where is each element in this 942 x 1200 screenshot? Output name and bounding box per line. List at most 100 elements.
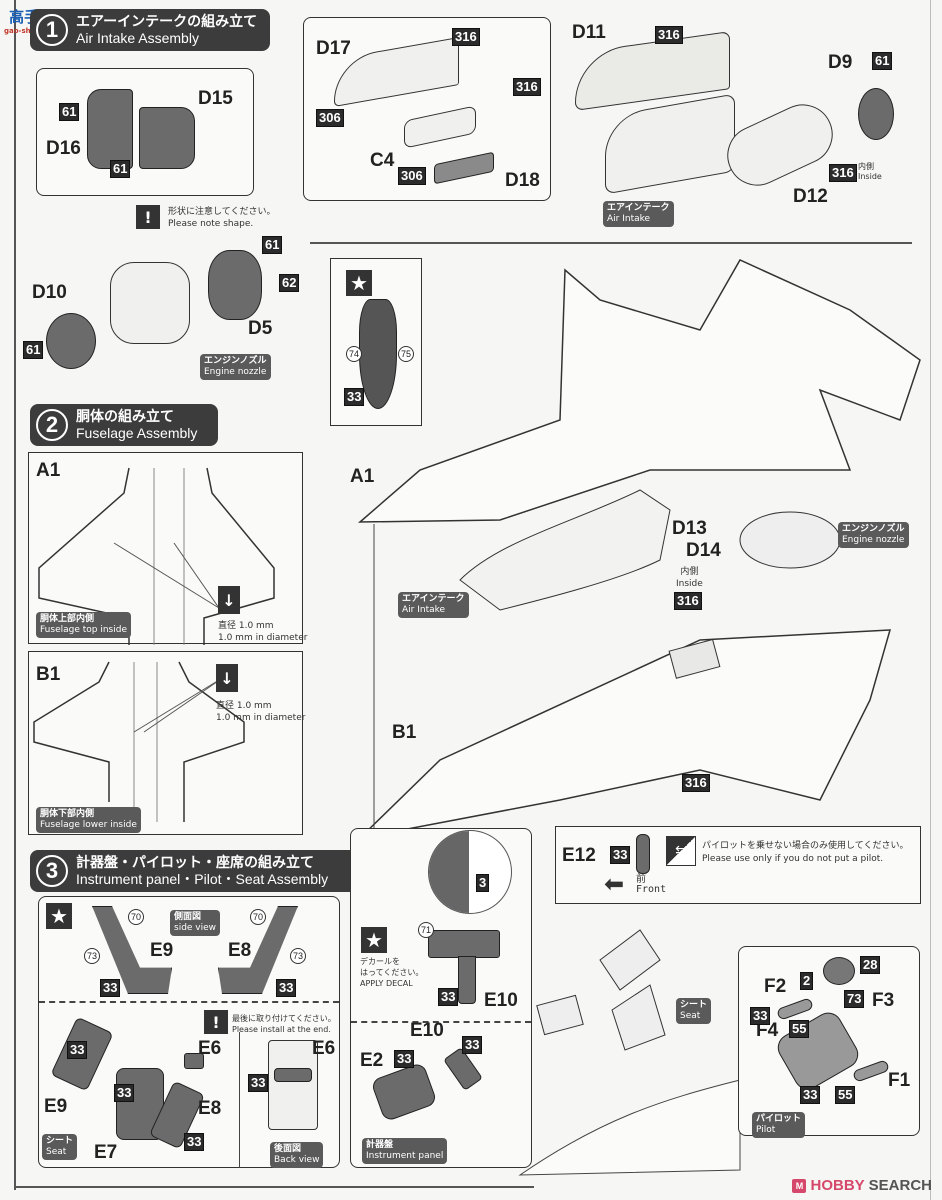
step2-header: 2 胴体の組み立て Fuselage Assembly	[30, 404, 218, 446]
drill-note-top: 直径 1.0 mm 1.0 mm in diameter	[218, 621, 308, 643]
part-d12-shape	[717, 94, 843, 196]
instrument-e10-top-shape	[428, 930, 500, 958]
paint-33-e9-seat: 33	[67, 1041, 88, 1059]
step2-title-jp: 胴体の組み立て	[76, 408, 174, 425]
label-d10: D10	[32, 282, 67, 303]
part-d16-shape	[87, 89, 133, 169]
step1-header: 1 エアーインテークの組み立て Air Intake Assembly	[30, 9, 270, 51]
label-e8-side: E8	[228, 940, 252, 961]
intake-lower-shape	[605, 93, 735, 195]
step2-number: 2	[36, 409, 68, 441]
part-d9-shape	[858, 88, 894, 140]
fuselage-lower-tag: 胴体下部内側 Fuselage lower inside	[36, 807, 141, 833]
paint-33-back: 33	[248, 1074, 269, 1092]
label-e8-seat: E8	[198, 1098, 222, 1119]
decal-73-e8: 73	[290, 948, 306, 964]
instrument-divider	[351, 1021, 531, 1023]
paint-33-e8-side: 33	[276, 979, 297, 997]
hobby-search-logo: M HOBBY SEARCH	[792, 1177, 932, 1194]
decal-74: 74	[346, 346, 362, 362]
label-f2: F2	[764, 976, 787, 997]
paint-33-cockpit: 33	[344, 388, 365, 406]
page-bottom-border	[14, 1186, 534, 1188]
label-f1: F1	[888, 1070, 911, 1091]
instrument-e10-stem-shape	[458, 956, 476, 1004]
paint-33-e7-seat: 33	[114, 1084, 135, 1102]
label-b1-main: B1	[392, 722, 417, 743]
front-arrow-icon: ⬅	[604, 870, 625, 898]
paint-62-d5: 62	[279, 274, 300, 292]
label-d9: D9	[828, 52, 853, 73]
paint-33-e9-side: 33	[100, 979, 121, 997]
part-d15-shape	[139, 107, 195, 169]
step3-header: 3 計器盤・パイロット・座席の組み立て Instrument panel・Pil…	[30, 850, 370, 892]
label-e10-top: E10	[484, 990, 518, 1011]
page-right-border	[930, 0, 931, 1200]
label-f3: F3	[872, 990, 895, 1011]
label-e10-bottom: E10	[410, 1020, 444, 1041]
engine-nozzle-tag: エンジンノズル Engine nozzle	[200, 354, 271, 380]
decal-71: 71	[418, 922, 434, 938]
intake-detail-panel	[303, 17, 551, 201]
hobby-search-mark-icon: M	[792, 1178, 807, 1193]
label-d15: D15	[198, 88, 233, 109]
label-f4: F4	[756, 1020, 779, 1041]
step2-title-en: Fuselage Assembly	[76, 425, 198, 441]
paint-61-d9: 61	[872, 52, 893, 70]
paint-33-e10-top: 33	[438, 988, 459, 1006]
paint-316-d17: 316	[452, 28, 480, 46]
paint-33-e10: 33	[462, 1036, 483, 1054]
label-b1-lower: B1	[36, 664, 61, 685]
label-d18: D18	[505, 170, 540, 191]
decal-star-icon: ★	[346, 270, 372, 296]
paint-28-helmet: 28	[860, 956, 881, 974]
paint-55-f2: 55	[789, 1020, 810, 1038]
decal-73-e9: 73	[84, 948, 100, 964]
paint-33-f2: 33	[750, 1007, 771, 1025]
label-e9-side: E9	[150, 940, 174, 961]
part-d5-shape	[208, 250, 262, 320]
part-d17-shape	[334, 36, 459, 108]
step3-title-jp: 計器盤・パイロット・座席の組み立て	[76, 854, 314, 871]
step2-separator	[310, 242, 912, 244]
page-left-border	[14, 0, 16, 1190]
paint-33-e2: 33	[394, 1050, 415, 1068]
decal-70-e9: 70	[128, 909, 144, 925]
brand-search: SEARCH	[868, 1177, 932, 1194]
paint-61-d5: 61	[262, 236, 283, 254]
part-d18-shape	[434, 151, 494, 185]
paint-306-d17: 306	[316, 109, 344, 127]
caution-icon: !	[136, 205, 160, 229]
paint-61-d10: 61	[23, 341, 44, 359]
step3-number: 3	[36, 855, 68, 887]
label-e9-seat: E9	[44, 1096, 68, 1117]
back-view-tag: 後面図 Back view	[270, 1142, 324, 1168]
label-d17: D17	[316, 38, 351, 59]
paint-61-d15: 61	[110, 160, 131, 178]
part-d10-shape	[46, 313, 96, 369]
step3-title-en: Instrument panel・Pilot・Seat Assembly	[76, 871, 329, 887]
fuselage-top-tag: 胴体上部内側 Fuselage top inside	[36, 612, 131, 638]
front-label: 前 Front	[636, 874, 667, 895]
seat-panel-divider	[39, 1001, 339, 1003]
stick-note: パイロットを乗せない場合のみ使用してください。 Please use only …	[702, 841, 909, 864]
paint-316-main-bottom: 316	[682, 774, 710, 792]
label-c4: C4	[370, 150, 395, 171]
pilot-arm-f1-shape	[852, 1059, 890, 1083]
detail-circle-part	[429, 831, 469, 913]
back-view-divider	[239, 1032, 240, 1168]
back-view-seat-shape	[268, 1040, 318, 1130]
paint-61-d16: 61	[59, 103, 80, 121]
drill-note-lower: 直径 1.0 mm 1.0 mm in diameter	[216, 701, 306, 723]
label-d14: D14	[686, 540, 721, 561]
label-a1-main: A1	[350, 466, 375, 487]
step1-title-jp: エアーインテークの組み立て	[76, 13, 258, 30]
inside-note: 内側 Inside	[858, 162, 882, 181]
cockpit-tub-shape	[359, 299, 397, 409]
seat-tag: シート Seat	[42, 1134, 78, 1160]
label-e6-back: E6	[312, 1038, 336, 1059]
nozzle-body-shape	[110, 262, 190, 344]
step1-number: 1	[36, 14, 68, 46]
paint-33-e8-seat: 33	[184, 1133, 205, 1151]
paint-2-helmet: 2	[800, 972, 814, 990]
